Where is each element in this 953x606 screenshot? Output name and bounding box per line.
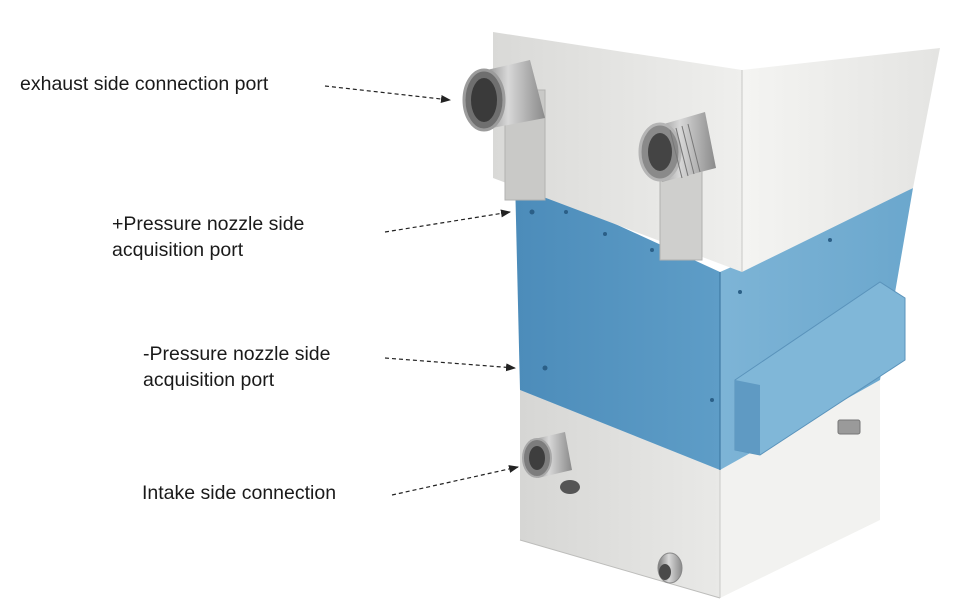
minus-pressure-label-line1: -Pressure nozzle side xyxy=(143,343,331,365)
intake-connection-label-text: Intake side connection xyxy=(142,482,337,504)
intake-connection-label: Intake side connection xyxy=(142,480,336,506)
arrow-minus-pressure xyxy=(384,357,516,372)
minus-pressure-label-line2: acquisition port xyxy=(143,369,275,391)
exhaust-port-label-text: exhaust side connection port xyxy=(20,73,269,95)
plus-pressure-label-line1: +Pressure nozzle side xyxy=(112,213,305,235)
exhaust-port xyxy=(462,60,545,132)
arrow-intake xyxy=(391,465,519,496)
intake-port xyxy=(522,432,572,478)
plus-pressure-port-label: +Pressure nozzle side acquisition port xyxy=(112,211,304,263)
bottom-fittings xyxy=(560,419,861,584)
arrow-exhaust xyxy=(324,85,451,103)
plus-pressure-label-line2: acquisition port xyxy=(112,239,244,261)
threaded-pipe xyxy=(638,112,716,182)
arrow-plus-pressure xyxy=(384,209,511,233)
exhaust-port-label: exhaust side connection port xyxy=(20,71,268,97)
leader-arrows xyxy=(324,85,519,496)
minus-pressure-port-label: -Pressure nozzle side acquisition port xyxy=(143,341,331,393)
